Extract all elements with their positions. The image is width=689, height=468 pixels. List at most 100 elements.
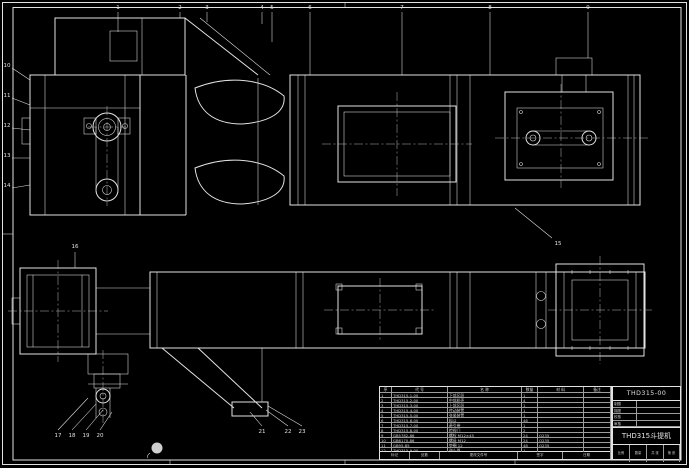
tb-fields: 制图描图校核审核 <box>613 401 680 428</box>
bom-cell: GB6170-86 <box>392 438 448 443</box>
bom-cell: GB95-85 <box>392 443 448 448</box>
bom-cell <box>538 403 584 408</box>
bom-cell <box>584 433 611 438</box>
head-casing <box>21 74 187 216</box>
bucket-trunk <box>185 75 285 215</box>
bom-cell <box>538 398 584 403</box>
bom-cell: 24 <box>522 433 538 438</box>
bom-cell: THD315-1-00 <box>392 393 448 398</box>
bom-cell: 5 <box>380 413 392 418</box>
bom-cell <box>538 413 584 418</box>
pulley-assembly <box>83 106 131 206</box>
bom-cell: 螺母 M12 <box>448 438 522 443</box>
revision-cell: 更改文件号 <box>440 452 518 459</box>
bom-header-cell: 备注 <box>584 387 611 393</box>
drive-unit <box>495 57 648 205</box>
bom-cell: THD315-8-00 <box>392 428 448 433</box>
bom-cell: 张紧装置 <box>448 413 522 418</box>
bom-cell: Q235 <box>538 433 584 438</box>
bom-cell: 牵引带 <box>448 423 522 428</box>
revision-cell: 签字 <box>518 452 563 459</box>
bom-cell: 垫圈 12 <box>448 443 522 448</box>
bom-cell: 2 <box>522 428 538 433</box>
bom-cell: Q235 <box>538 443 584 448</box>
bom-cell: THD315-3-00 <box>392 403 448 408</box>
bom-cell <box>584 423 611 428</box>
tb-field-label: 描图 <box>613 407 637 414</box>
horizontal-casing <box>289 74 641 206</box>
revision-cell: 日期 <box>563 452 611 459</box>
bom-cell: 1 <box>522 423 538 428</box>
bom-cell: 10 <box>380 438 392 443</box>
bom-cell: 中部机壳 <box>448 398 522 403</box>
title-block: THD315-00 制图描图校核审核 THD315斗提机 比例数量共 张第 张 <box>612 386 681 462</box>
bom-cell <box>538 393 584 398</box>
bom-cell <box>584 398 611 403</box>
elevation-leaders <box>11 12 589 239</box>
bom-cell: 下部区段 <box>448 393 522 398</box>
revision-cell: 处数 <box>410 452 440 459</box>
bom-cell: 4 <box>522 398 538 403</box>
tb-field-label: 制图 <box>613 401 637 408</box>
tb-bottom-cell: 比例 <box>613 445 630 462</box>
bom-cell: 48 <box>522 443 538 448</box>
bom-cell: 上部区段 <box>448 403 522 408</box>
plan-view <box>8 252 652 431</box>
bom-cell: 8 <box>380 428 392 433</box>
bom-cell: 1 <box>522 413 538 418</box>
bom-cell: 1 <box>380 393 392 398</box>
discharge-chute <box>161 347 269 417</box>
bom-cell: 7 <box>380 423 392 428</box>
bom-cell: THD315-5-00 <box>392 413 448 418</box>
bom-cell: Q235 <box>538 438 584 443</box>
bom-cell <box>584 418 611 423</box>
bom-cell: 3 <box>380 403 392 408</box>
bom-cell <box>584 413 611 418</box>
tb-field-label: 校核 <box>613 414 637 421</box>
revision-cell: 标记 <box>380 452 410 459</box>
bom-header-cell: 代 号 <box>392 387 448 393</box>
tb-bottom: 比例数量共 张第 张 <box>613 445 680 462</box>
bom-header-cell: 序 <box>380 387 392 393</box>
bom-header-row: 序代 号名 称数量材 料备注 <box>380 387 611 393</box>
tb-field-value <box>637 401 680 408</box>
bom-cell <box>538 428 584 433</box>
bom-cell: GB5782-86 <box>392 433 448 438</box>
bom-cell: THD315-6-00 <box>392 418 448 423</box>
bom-cell: 1 <box>522 408 538 413</box>
bucket-lower <box>194 159 285 205</box>
bom-cell <box>584 428 611 433</box>
head-hood <box>54 17 271 76</box>
tb-bottom-cell: 第 张 <box>664 445 680 462</box>
drive-top-cover <box>555 57 593 76</box>
bom-cell <box>538 408 584 413</box>
bom-cell: 24 <box>522 438 538 443</box>
bucket-upper <box>194 79 285 125</box>
sheet-mark <box>147 442 163 459</box>
bom-cell: 9 <box>380 433 392 438</box>
drive-plan <box>535 256 652 364</box>
bom-cell: 4 <box>380 408 392 413</box>
bom-cell: 6 <box>380 418 392 423</box>
bom-cell: 2 <box>380 398 392 403</box>
boot-details <box>87 350 129 425</box>
bom-cell <box>538 423 584 428</box>
tb-field-value <box>637 421 680 427</box>
tb-field-value <box>637 414 680 421</box>
bom-cell: 46 <box>522 418 538 423</box>
tb-field-label: 审核 <box>613 420 637 427</box>
bom-cell: THD315-4-00 <box>392 408 448 413</box>
bom-header-cell: 名 称 <box>448 387 522 393</box>
